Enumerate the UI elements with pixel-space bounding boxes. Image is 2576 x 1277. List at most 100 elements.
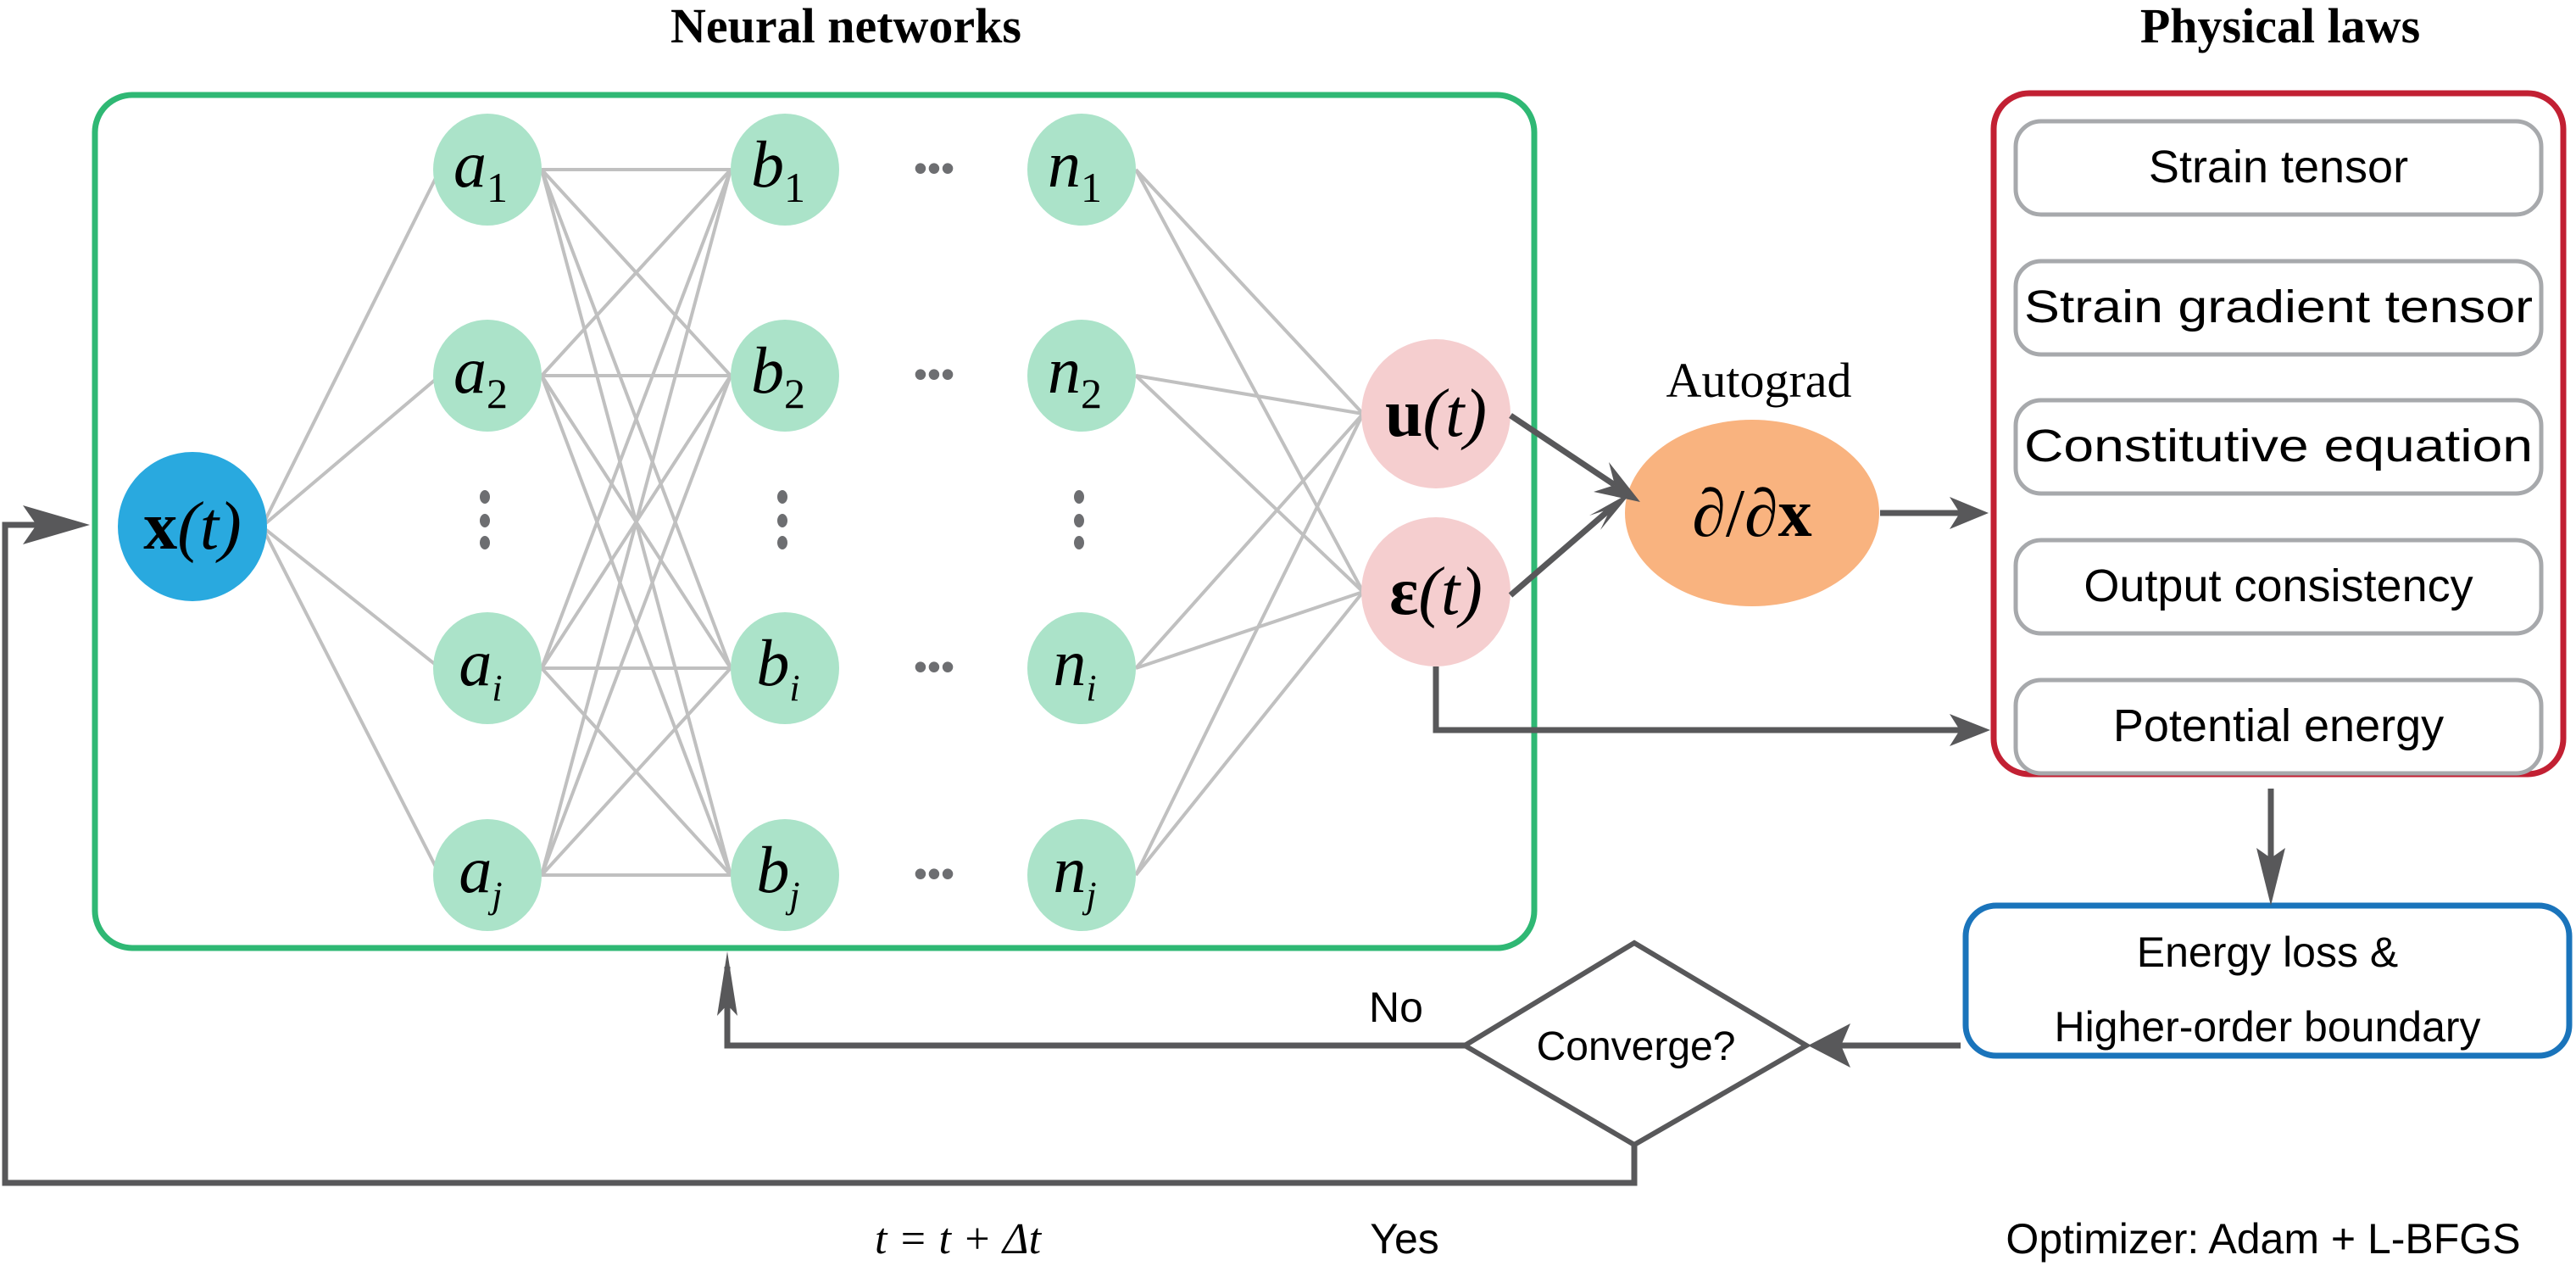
hidden-node-b-i[interactable]: bi xyxy=(731,612,839,724)
arrowhead-input xyxy=(23,505,90,544)
hidden-node-a-j[interactable]: aj xyxy=(433,819,542,931)
connection-n3-out0 xyxy=(1134,413,1365,876)
horizontal-ellipsis: ••• xyxy=(914,352,954,396)
law-item-potential-energy[interactable]: Potential energy xyxy=(2013,678,2544,776)
law-item-label: Constitutive equation xyxy=(2024,421,2533,471)
hidden-node-a-1[interactable]: a1 xyxy=(433,114,542,226)
law-item-label: Potential energy xyxy=(2113,700,2444,751)
connection-a3-b1 xyxy=(540,375,732,876)
hidden-node-n-1[interactable]: n1 xyxy=(1027,114,1136,226)
hidden-node-label: bi xyxy=(756,626,799,709)
hidden-node-label: aj xyxy=(459,833,502,916)
hidden-node-shape xyxy=(1027,114,1136,226)
neural-networks-title: Neural networks xyxy=(670,0,1021,53)
hidden-node-shape xyxy=(1027,612,1136,724)
law-item-label: Strain tensor xyxy=(2149,142,2408,192)
hidden-node-shape xyxy=(433,612,542,724)
input-node-label: x(t) xyxy=(143,489,242,564)
law-item-box xyxy=(2013,678,2544,776)
optimizer-label: Optimizer: Adam + L-BFGS xyxy=(2006,1215,2520,1263)
vertical-ellipsis-dot xyxy=(1074,490,1084,504)
law-item-constitutive-equation[interactable]: Constitutive equation xyxy=(2013,398,2544,496)
arrow-eps-to-autograd xyxy=(1508,506,1613,598)
hidden-node-shape xyxy=(433,819,542,931)
hidden-node-label: ai xyxy=(459,626,502,709)
connections xyxy=(260,168,1365,877)
connection-a1-b0 xyxy=(540,168,732,377)
connection-n2-out1 xyxy=(1135,590,1364,670)
connection-a2-b0 xyxy=(540,169,732,669)
connection-n3-out1 xyxy=(1134,590,1365,877)
hidden-node-n-i[interactable]: ni xyxy=(1027,612,1136,724)
arrowheads xyxy=(23,462,2285,1068)
hidden-node-label: n1 xyxy=(1048,127,1102,211)
arrow-no-loop xyxy=(724,967,1465,1049)
energy-loss-box[interactable] xyxy=(1962,902,2573,1059)
hidden-node-shape xyxy=(1027,819,1136,931)
law-item-output-consistency[interactable]: Output consistency xyxy=(2013,538,2544,636)
hidden-node-a-i[interactable]: ai xyxy=(433,612,542,724)
vertical-ellipsis-dot xyxy=(1074,514,1084,527)
hidden-node-n-j[interactable]: nj xyxy=(1027,819,1136,931)
connection-n0-out0 xyxy=(1134,168,1365,415)
autograd-label: ∂/∂x xyxy=(1692,477,1811,551)
hidden-node-label: a1 xyxy=(453,127,508,211)
physical-laws-title: Physical laws xyxy=(2140,0,2420,53)
connection-n1-out1 xyxy=(1134,374,1365,594)
connection-input-a3 xyxy=(260,526,442,876)
law-item-strain-gradient-tensor[interactable]: Strain gradient tensor xyxy=(2013,259,2544,357)
output-node-0[interactable]: u(t) xyxy=(1361,339,1511,488)
law-item-label: Output consistency xyxy=(2084,560,2473,611)
law-item-box xyxy=(2013,119,2544,217)
vertical-ellipsis-dot xyxy=(777,514,787,527)
time-update-label: t = t + Δt xyxy=(875,1215,1043,1263)
hidden-node-shape xyxy=(433,114,542,226)
horizontal-ellipsis: ••• xyxy=(914,146,954,190)
connection-n1-out0 xyxy=(1135,374,1364,415)
neural-network-box xyxy=(92,92,1538,951)
hidden-node-shape xyxy=(731,320,839,432)
connection-a3-b0 xyxy=(540,169,732,876)
output-node-circle xyxy=(1361,517,1511,666)
law-item-strain-tensor[interactable]: Strain tensor xyxy=(2013,119,2544,217)
no-label: No xyxy=(1369,984,1423,1031)
vertical-ellipsis-dot xyxy=(480,514,490,527)
hidden-node-n-2[interactable]: n2 xyxy=(1027,320,1136,432)
flow-arrows xyxy=(2,413,2274,1186)
connection-input-a2 xyxy=(260,525,442,670)
autograd-caption: Autograd xyxy=(1666,353,1851,408)
connection-a3-b2 xyxy=(540,666,732,877)
hidden-node-b-2[interactable]: b2 xyxy=(731,320,839,432)
hidden-node-label: n2 xyxy=(1048,333,1102,417)
law-item-label: Strain gradient tensor xyxy=(2024,282,2533,332)
connection-input-a1 xyxy=(260,374,442,528)
hidden-node-a-2[interactable]: a2 xyxy=(433,320,542,432)
arrowhead-laws-down xyxy=(2256,848,2285,906)
nodes: x(t)a1a2aiajb1b2bibjn1n2ninj••••••••••••… xyxy=(118,114,1511,931)
connection-n0-out1 xyxy=(1134,169,1365,593)
arrowhead-potential xyxy=(1950,714,1990,746)
hidden-node-label: bj xyxy=(756,833,799,916)
input-node[interactable]: x(t) xyxy=(118,452,267,601)
hidden-node-label: nj xyxy=(1053,833,1096,916)
hidden-node-label: ni xyxy=(1053,626,1096,709)
law-item-box xyxy=(2013,398,2544,496)
horizontal-ellipsis: ••• xyxy=(914,644,954,689)
vertical-ellipsis-dot xyxy=(480,490,490,504)
arrow-eps-to-potential-energy xyxy=(1433,666,1975,733)
hidden-node-shape xyxy=(731,114,839,226)
hidden-node-shape xyxy=(731,819,839,931)
output-node-circle xyxy=(1361,339,1511,488)
hidden-node-label: b1 xyxy=(751,127,805,211)
law-item-box xyxy=(2013,259,2544,357)
output-node-label: u(t) xyxy=(1385,376,1487,451)
hidden-node-b-1[interactable]: b1 xyxy=(731,114,839,226)
autograd-node[interactable] xyxy=(1625,420,1879,606)
output-node-1[interactable]: ε(t) xyxy=(1361,517,1511,666)
hidden-node-label: a2 xyxy=(453,333,508,417)
input-var: x xyxy=(143,489,177,564)
arrowhead-no xyxy=(717,951,737,1016)
arrow-yes-loop xyxy=(2,521,1638,1186)
hidden-node-b-j[interactable]: bj xyxy=(731,819,839,931)
